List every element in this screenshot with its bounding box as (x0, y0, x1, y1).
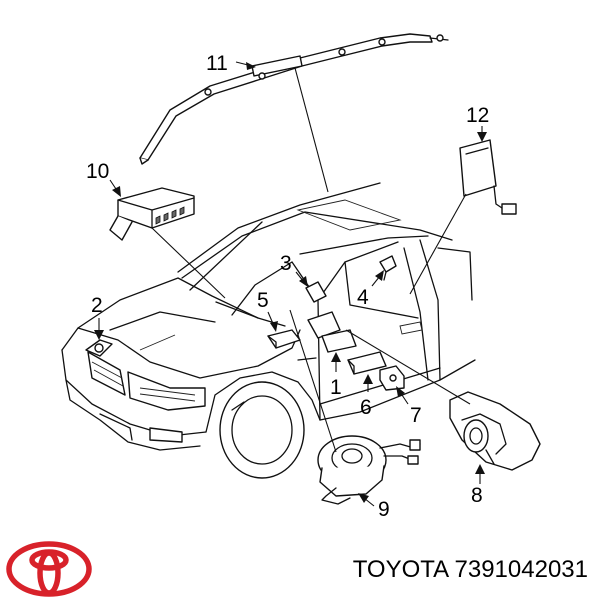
part-4-door-sensor (379, 255, 397, 281)
part-3-side-sensor (305, 281, 327, 303)
part-10-airbag-sensor-assembly (109, 187, 195, 241)
part-9-spiral-cable (317, 435, 421, 505)
callout-10: 10 (86, 160, 109, 183)
part-7-bracket (379, 365, 405, 391)
callout-2: 2 (91, 294, 103, 317)
callout-6: 6 (360, 396, 372, 419)
callout-5: 5 (257, 289, 269, 312)
callout-12: 12 (466, 104, 489, 127)
callout-11: 11 (206, 52, 228, 75)
callout-8: 8 (471, 484, 483, 507)
callout-labels: 11 12 10 3 2 5 4 1 6 7 8 9 (86, 52, 489, 521)
callout-3: 3 (280, 252, 292, 275)
part-6-module (347, 351, 387, 375)
toyota-emblem-icon (6, 541, 92, 597)
car-body (61, 182, 476, 479)
part-number: 7391042031 (454, 556, 588, 583)
callout-1: 1 (330, 376, 342, 399)
part-12-side-airbag (459, 139, 517, 215)
part-8-steering-airbag (449, 391, 541, 471)
part-11-curtain-airbag (139, 33, 449, 165)
leaders (94, 61, 487, 507)
part-5-sensor (267, 329, 301, 349)
part-2-front-sensor (85, 339, 113, 357)
part-number-label: TOYOTA 7391042031 (336, 556, 588, 584)
brand-name: TOYOTA (352, 556, 448, 583)
callout-4: 4 (357, 286, 369, 309)
part-1-airbag-module (321, 329, 357, 353)
callout-7: 7 (410, 404, 422, 427)
callout-9: 9 (378, 498, 390, 521)
